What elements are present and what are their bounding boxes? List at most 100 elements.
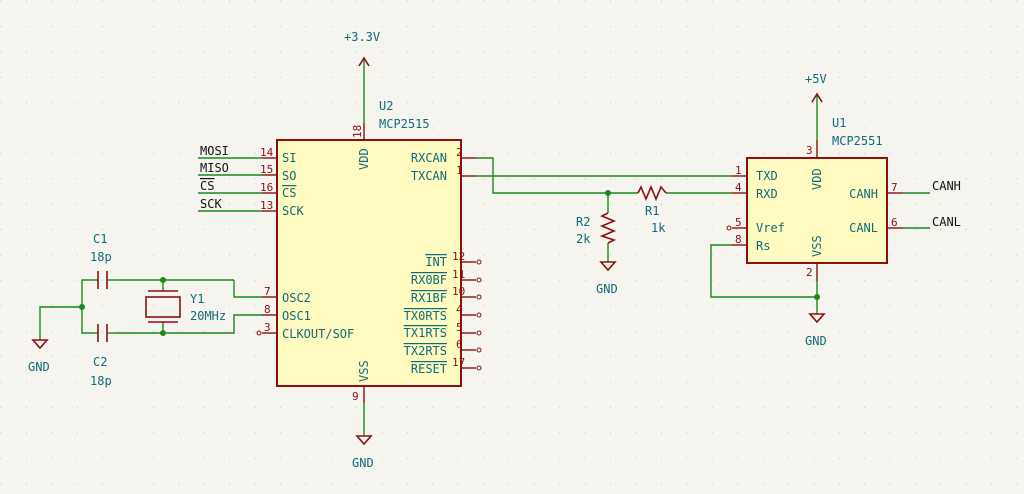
u2-body[interactable]	[276, 139, 462, 387]
r1-ref: R1	[645, 204, 659, 218]
u2-pin-si-num: 14	[260, 146, 274, 159]
u1-pin-rs-name: Rs	[756, 239, 770, 253]
net-label-canh[interactable]: CANH	[932, 179, 961, 193]
net-label-cs[interactable]: CS	[200, 179, 214, 193]
power-3v3-label: +3.3V	[344, 30, 380, 44]
u2-pin-so-num: 15	[260, 163, 273, 176]
u2-pin-so-name: SO	[282, 169, 296, 183]
wire-rs-gnd[interactable]	[710, 244, 817, 298]
u2-pin-vss-num: 9	[352, 390, 359, 403]
y1-value: 20MHz	[190, 309, 226, 323]
u2-pin-sck-name: SCK	[282, 204, 304, 218]
wire-osc2[interactable]	[233, 280, 262, 298]
gnd-u1[interactable]: GND	[805, 313, 827, 348]
u1-pin-vss-num: 2	[806, 266, 813, 279]
u1-mcp2551[interactable]: U1 MCP2551 VDD 3 VSS 2 TXD 1 RXD 4 Vref …	[726, 116, 903, 281]
wires	[39, 58, 930, 436]
u2-pin-osc1-name: OSC1	[282, 309, 311, 323]
u2-pin-vdd-name: VDD	[357, 148, 371, 170]
u2-pin-txcan-name: TXCAN	[411, 169, 447, 183]
u1-value: MCP2551	[832, 134, 883, 148]
u2-pin-txcan-num: 1	[456, 164, 463, 177]
u2-ref: U2	[379, 99, 393, 113]
gnd-left[interactable]: GND	[28, 339, 50, 374]
u1-ref: U1	[832, 116, 846, 130]
crystal-y1[interactable]: Y1 20MHz	[145, 290, 226, 323]
resistor-r2[interactable]: R2 2k	[576, 212, 617, 246]
u2-pin-rx0bf-num: 11	[452, 268, 465, 281]
u2-pin-osc1-num: 8	[264, 303, 271, 316]
u2-pin-rx0bf-name: RX0BF	[411, 273, 447, 287]
gnd-r2[interactable]: GND	[596, 261, 618, 296]
u2-pin-sck-num: 13	[260, 199, 273, 212]
u2-pin-tx2rts-name: TX2RTS	[404, 344, 447, 358]
resistor-r1[interactable]: R1 1k	[637, 184, 667, 235]
u1-pin-canl-num: 6	[891, 216, 898, 229]
u2-pin-osc2-name: OSC2	[282, 291, 311, 305]
u1-pin-rxd-name: RXD	[756, 187, 778, 201]
junction-rxd	[605, 190, 611, 196]
net-label-miso[interactable]: MISO	[200, 161, 229, 175]
junctions	[79, 190, 820, 336]
power-5v[interactable]: +5V	[805, 72, 827, 103]
gnd-r2-label: GND	[596, 282, 618, 296]
u2-value: MCP2515	[379, 117, 430, 131]
y1-ref: Y1	[190, 292, 204, 306]
capacitor-c1[interactable]: C1 18p	[90, 232, 115, 289]
u2-pin-cs-num: 16	[260, 181, 273, 194]
u1-pin-rxd-num: 4	[735, 181, 742, 194]
net-label-sck[interactable]: SCK	[200, 197, 222, 211]
u2-pin-int-name: INT	[425, 255, 447, 269]
u2-pin-int-num: 12	[452, 250, 465, 263]
u2-pin-clkout-num: 3	[264, 321, 271, 334]
u1-pin-canh-name: CANH	[849, 187, 878, 201]
c1-ref: C1	[93, 232, 107, 246]
u1-pin-vdd-num: 3	[806, 144, 813, 157]
u1-pin-txd-num: 1	[735, 164, 742, 177]
u2-pin-si-name: SI	[282, 151, 296, 165]
u2-pin-vss-name: VSS	[357, 360, 371, 382]
u1-pin-vref-name: Vref	[756, 221, 785, 235]
net-labels: MOSI MISO CS SCK CANH CANL	[200, 144, 961, 229]
u2-mcp2515[interactable]: U2 MCP2515 VDD 18 VSS 9 SI 14 SO 15 CS 1…	[256, 99, 482, 403]
u1-pin-txd-name: TXD	[756, 169, 778, 183]
gnd-left-label: GND	[28, 360, 50, 374]
c2-ref: C2	[93, 355, 107, 369]
junction-osc1	[160, 330, 166, 336]
u2-pin-tx0rts-name: TX0RTS	[404, 309, 447, 323]
net-label-canl[interactable]: CANL	[932, 215, 961, 229]
gnd-u1-label: GND	[805, 334, 827, 348]
u2-pin-rxcan-num: 2	[456, 146, 463, 159]
u1-pin-vdd-name: VDD	[810, 168, 824, 190]
u2-pin-osc2-num: 7	[264, 285, 271, 298]
capacitor-c2[interactable]: C2 18p	[90, 324, 115, 388]
net-label-mosi[interactable]: MOSI	[200, 144, 229, 158]
u1-pin-canl-name: CANL	[849, 221, 878, 235]
gnd-u2[interactable]: GND	[352, 435, 374, 470]
u1-pin-vref-num: 5	[735, 216, 742, 229]
u1-pin-canh-num: 7	[891, 181, 898, 194]
junction-osc2	[160, 277, 166, 283]
power-5v-label: +5V	[805, 72, 827, 86]
u2-pin-cs-name: CS	[282, 186, 296, 200]
u2-pin-rxcan-name: RXCAN	[411, 151, 447, 165]
power-3v3[interactable]: +3.3V	[344, 30, 380, 67]
u1-pin-vss-name: VSS	[810, 235, 824, 257]
u2-pin-vdd-num: 18	[351, 125, 364, 138]
c2-value: 18p	[90, 374, 112, 388]
u2-pin-reset-num: 17	[452, 356, 465, 369]
u2-pin-tx1rts-name: TX1RTS	[404, 326, 447, 340]
wire-osc1[interactable]	[163, 314, 262, 334]
wire-caps-gnd[interactable]	[39, 306, 82, 340]
u2-pin-clkout-name: CLKOUT/SOF	[282, 327, 354, 341]
u2-pin-reset-name: RESET	[411, 362, 447, 376]
u1-pin-rs-num: 8	[735, 233, 742, 246]
r1-value: 1k	[651, 221, 666, 235]
r2-ref: R2	[576, 215, 590, 229]
gnd-u2-label: GND	[352, 456, 374, 470]
u2-pin-tx2rts-num: 6	[456, 338, 463, 351]
u2-pin-rx1bf-name: RX1BF	[411, 291, 447, 305]
junction-gnd-u1	[814, 294, 820, 300]
u2-pin-tx1rts-num: 5	[456, 321, 463, 334]
